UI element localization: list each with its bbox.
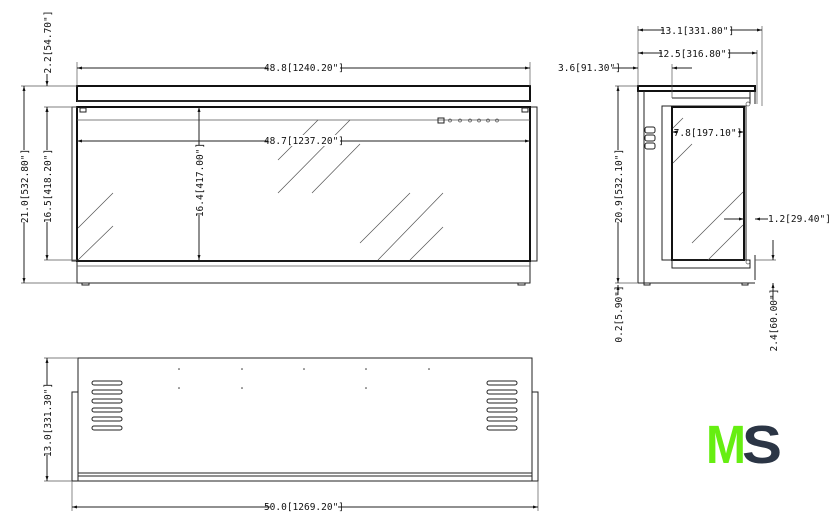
control-panel [437, 117, 499, 124]
power-button-icon [437, 117, 445, 124]
vents-right [486, 380, 518, 431]
dim-front-lip: 1.2[29.40"] [768, 214, 831, 225]
mounting-holes [178, 368, 430, 389]
dim-insert-depth: 7.8[197.10"] [674, 128, 743, 139]
dim-recess: 3.6[91.30"] [558, 63, 621, 74]
dim-base-height: 2.4[60.00"] [769, 289, 780, 352]
bracket-right [521, 107, 529, 113]
svg-text:S: S [742, 415, 782, 475]
dim-top-depth: 13.1[331.80"] [660, 26, 734, 37]
top-band [76, 85, 531, 102]
dim-top-band-height: 2.2[54.70"] [43, 11, 54, 74]
dim-foot-height: 0.2[5.90"] [614, 285, 625, 342]
dim-glass-width: 48.7[1237.20"] [264, 136, 344, 147]
dim-overall-width: 48.8[1240.20"] [264, 63, 344, 74]
side-vents [644, 126, 656, 150]
glass-frame [76, 106, 531, 262]
side-view: 13.1[331.80"] 12.5[316.80"] 3.6[91.30"] … [558, 25, 831, 351]
bottom-body [77, 357, 533, 482]
dim-frame-height: 16.5[418.20"] [43, 149, 54, 223]
foot-left [81, 282, 90, 286]
base [76, 260, 531, 284]
dim-body-depth: 12.5[316.80"] [658, 49, 732, 60]
bracket-left [79, 107, 87, 113]
dim-glass-height: 16.4[417.00"] [195, 143, 206, 217]
bottom-view: 13.0[331.30"] 50.0[1269.20"] [41, 357, 539, 513]
vents-left [91, 380, 123, 431]
outer-side-frame [71, 106, 538, 262]
dim-bottom-width: 50.0[1269.20"] [264, 502, 344, 513]
front-view: 48.8[1240.20"] 48.7[1237.20"] 16.4[417.0… [18, 11, 538, 286]
top-plate [637, 85, 756, 92]
dim-overall-height: 21.0[532.80"] [20, 149, 31, 223]
foot-right [517, 282, 526, 286]
dim-bottom-depth: 13.0[331.30"] [43, 383, 54, 457]
dim-side-height: 20.9[532.10"] [614, 149, 625, 223]
svg-text:M: M [706, 415, 746, 475]
ms-logo: M S [706, 415, 782, 475]
